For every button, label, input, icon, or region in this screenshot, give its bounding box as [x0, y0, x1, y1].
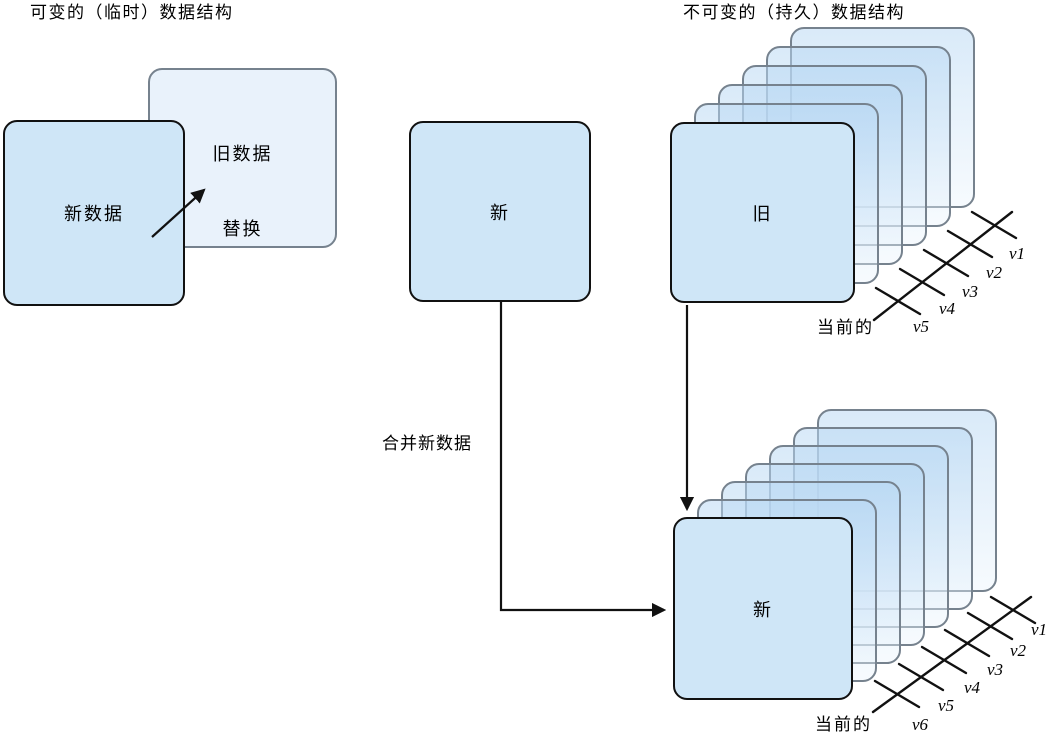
new-front-box: 新: [673, 517, 853, 700]
merge-arrow-label: 合并新数据: [382, 434, 472, 453]
old-data-box-label: 旧数据: [212, 144, 273, 164]
new-version-label-v6: v6: [912, 715, 929, 734]
merge-new-box-label: 新: [490, 202, 510, 223]
old-version-tick-v3: [922, 248, 970, 278]
old-version-tick-v1: [970, 210, 1018, 240]
new-version-tick-v1: [989, 595, 1037, 625]
new-version-tick-v4: [920, 645, 968, 675]
new-version-tick-v2: [966, 611, 1014, 641]
new-front-box-label: 新: [753, 599, 773, 620]
new-version-tick-v6: [873, 679, 921, 709]
new-data-box-label: 新数据: [64, 204, 124, 224]
old-current-label: 当前的: [817, 318, 874, 337]
new-version-label-v1: v1: [1031, 620, 1048, 639]
old-front-box-label: 旧: [752, 203, 773, 224]
old-version-label-v5: v5: [913, 317, 930, 336]
old-version-label-v3: v3: [962, 282, 979, 301]
merge-connector-arrow: [499, 302, 667, 618]
old-front-box: 旧: [670, 122, 855, 303]
old-version-tick-v4: [898, 267, 946, 297]
new-version-label-v3: v3: [987, 660, 1004, 679]
new-version-label-v4: v4: [964, 678, 981, 697]
old-version-label-v2: v2: [986, 263, 1003, 282]
old-version-label-v1: v1: [1009, 244, 1026, 263]
new-data-box: 新数据: [3, 120, 185, 306]
new-current-label: 当前的: [815, 715, 872, 734]
immutable-section-title: 不可变的（持久）数据结构: [683, 3, 905, 22]
merge-new-box: 新: [409, 121, 591, 302]
new-version-label-v2: v2: [1010, 641, 1027, 660]
new-version-label-v5: v5: [938, 696, 955, 715]
old-version-tick-v5: [874, 286, 922, 316]
replace-label: 替换: [222, 219, 263, 239]
mutable-section-title: 可变的（临时）数据结构: [30, 3, 234, 22]
old-version-tick-v2: [946, 229, 994, 259]
old-version-label-v4: v4: [939, 299, 956, 318]
new-version-tick-v5: [897, 662, 945, 692]
new-version-tick-v3: [943, 628, 991, 658]
